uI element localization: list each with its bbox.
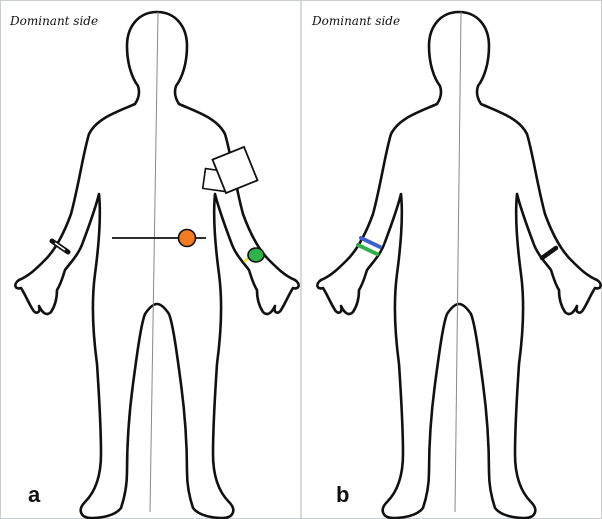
panel-b: Dominant side b (311, 12, 601, 518)
panel-a: Dominant side a (9, 12, 299, 518)
panel-b-wristband (542, 248, 556, 258)
panel-a-letter: a (28, 482, 41, 507)
panel-a-dominant-side-label: Dominant side (9, 14, 98, 28)
panel-a-hip-sensor-icon (179, 230, 196, 247)
panel-b-body-outline (317, 12, 600, 518)
panel-a-midline (150, 12, 158, 512)
panel-b-letter: b (336, 482, 349, 507)
panel-b-midline (455, 12, 461, 512)
panel-a-arm-device-icon (203, 147, 258, 193)
panel-b-dominant-side-label: Dominant side (311, 14, 400, 28)
panel-a-wrist-sensor-icon (248, 248, 264, 262)
